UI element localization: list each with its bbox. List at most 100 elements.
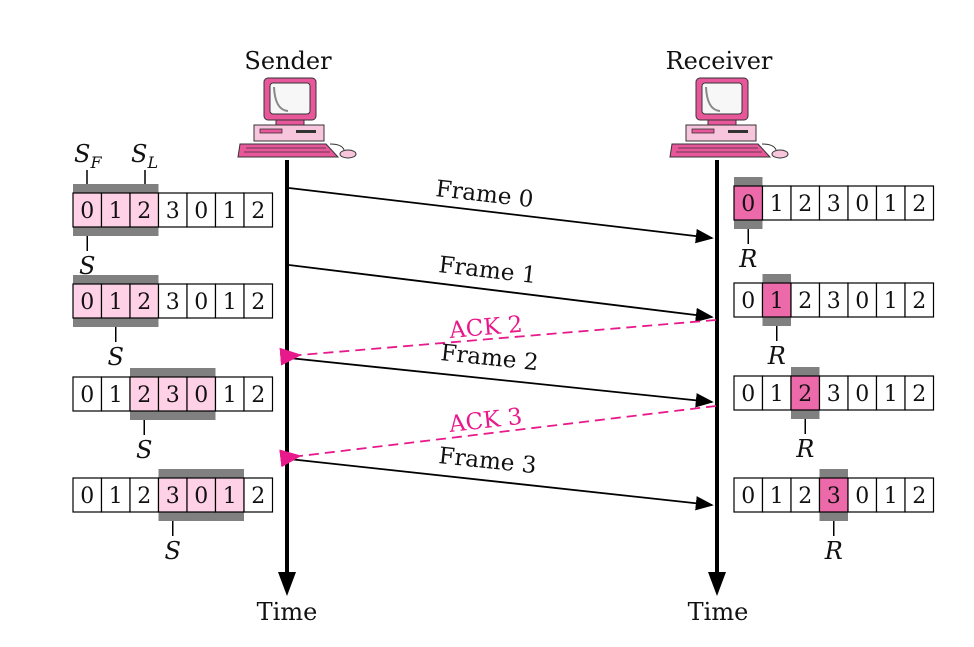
receiver-time-label: Time — [688, 598, 749, 626]
sequence-number: 1 — [770, 289, 784, 314]
sequence-cell — [790, 185, 821, 221]
sequence-number: 2 — [912, 192, 926, 217]
sequence-cell — [761, 282, 792, 318]
sequence-number: 2 — [798, 289, 812, 314]
sequence-number: 1 — [884, 289, 898, 314]
ack-label: ACK 2 — [447, 312, 523, 344]
sequence-cell — [72, 376, 103, 412]
sequence-number: 1 — [770, 484, 784, 509]
sequence-number: 2 — [137, 484, 151, 509]
sequence-cell — [157, 283, 188, 319]
sequence-cell — [818, 375, 849, 411]
sequence-cell — [157, 192, 188, 228]
sequence-number: 2 — [137, 383, 151, 408]
sequence-number: 1 — [223, 383, 237, 408]
frame-arrow — [288, 357, 714, 408]
ack-label: ACK 3 — [447, 404, 524, 438]
frame-label: Frame 1 — [437, 252, 537, 289]
r-label: R — [738, 245, 757, 273]
sequence-cell — [214, 376, 245, 412]
sequence-number: 2 — [251, 383, 265, 408]
sender-title: Sender — [244, 47, 332, 75]
sequence-cell — [243, 477, 274, 513]
sequence-number: 2 — [798, 382, 812, 407]
sequence-number: 1 — [109, 484, 123, 509]
frame-label: Frame 2 — [439, 340, 539, 376]
sequence-number: 2 — [137, 199, 151, 224]
sequence-number: 0 — [741, 289, 755, 314]
sequence-number: 3 — [166, 199, 180, 224]
sequence-number: 1 — [223, 484, 237, 509]
sequence-number: 1 — [770, 192, 784, 217]
sequence-cell — [904, 185, 935, 221]
sequence-number: 3 — [827, 382, 841, 407]
sequence-cell — [904, 282, 935, 318]
sequence-number: 3 — [166, 290, 180, 315]
sequence-cell — [847, 282, 878, 318]
sequence-cell — [100, 192, 131, 228]
sequence-cell — [818, 282, 849, 318]
sequence-number: 1 — [223, 290, 237, 315]
s-label: S — [108, 343, 124, 371]
sequence-cell — [186, 477, 217, 513]
sequence-cell — [100, 283, 131, 319]
computer-icon — [669, 77, 789, 159]
r-label: R — [824, 537, 843, 565]
sequence-cell — [847, 185, 878, 221]
s-label: S — [79, 252, 95, 280]
sequence-cell — [214, 283, 245, 319]
sequence-cell — [157, 376, 188, 412]
sequence-cell — [72, 477, 103, 513]
frame-label: Frame 3 — [437, 443, 537, 479]
sequence-number: 0 — [80, 290, 94, 315]
sequence-number: 2 — [798, 484, 812, 509]
sequence-number: 0 — [855, 289, 869, 314]
sequence-number: 0 — [855, 192, 869, 217]
sequence-number: 3 — [827, 289, 841, 314]
sequence-cell — [761, 477, 792, 513]
ack-arrow — [279, 319, 717, 366]
sequence-number: 1 — [109, 383, 123, 408]
sequence-cell — [904, 375, 935, 411]
sequence-number: 0 — [194, 290, 208, 315]
sequence-cell — [72, 192, 103, 228]
sl-label: SL — [131, 140, 158, 172]
sequence-number: 2 — [251, 484, 265, 509]
computer-icon — [237, 77, 357, 159]
receiver-time-arrowhead — [708, 572, 726, 596]
sequence-number: 3 — [827, 484, 841, 509]
sequence-number: 2 — [137, 290, 151, 315]
sequence-cell — [243, 283, 274, 319]
sequence-number: 3 — [166, 383, 180, 408]
sequence-number: 0 — [194, 383, 208, 408]
sequence-number: 1 — [884, 382, 898, 407]
sequence-number: 1 — [109, 199, 123, 224]
sequence-cell — [733, 477, 764, 513]
sequence-cell — [818, 477, 849, 513]
sequence-cell — [129, 192, 160, 228]
sequence-cell — [243, 376, 274, 412]
s-label: S — [165, 537, 181, 565]
sequence-cell — [186, 283, 217, 319]
sequence-number: 2 — [912, 289, 926, 314]
sequence-number: 0 — [741, 382, 755, 407]
sequence-number: 0 — [741, 192, 755, 217]
sequence-number: 0 — [80, 199, 94, 224]
sequence-cell — [186, 376, 217, 412]
sequence-number: 1 — [884, 192, 898, 217]
sequence-cell — [790, 477, 821, 513]
sequence-number: 2 — [912, 484, 926, 509]
sf-label: SF — [74, 140, 102, 172]
sequence-number: 2 — [251, 199, 265, 224]
sequence-cell — [243, 192, 274, 228]
